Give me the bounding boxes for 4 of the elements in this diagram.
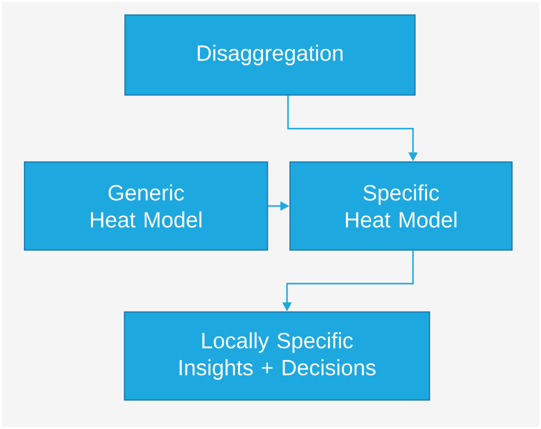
process-box: Specific Heat Model [289,161,513,251]
process-box: Locally Specific Insights + Decisions [124,311,430,401]
process-box: Generic Heat Model [24,161,268,251]
process-box: Disaggregation [124,14,416,96]
